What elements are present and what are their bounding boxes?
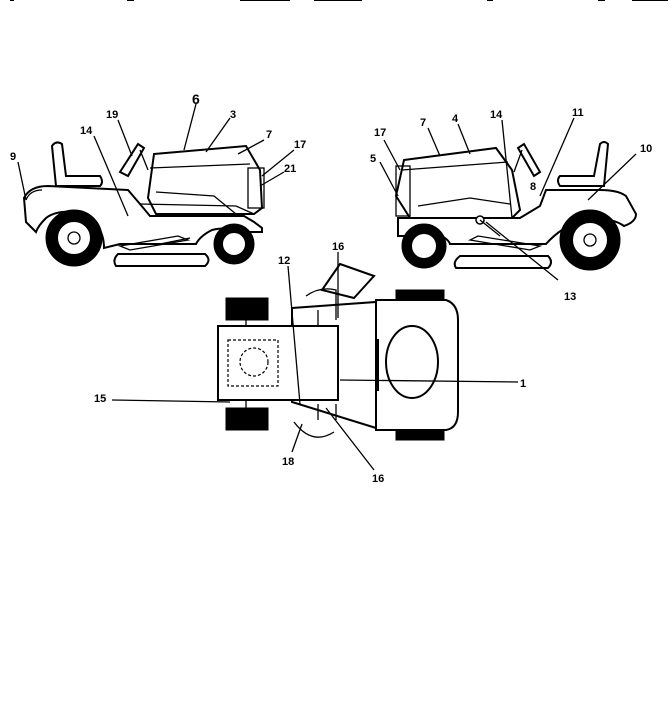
right-callout-5: 5 — [370, 153, 376, 165]
right-callout-7: 7 — [420, 117, 426, 129]
front-wheel-top-right — [225, 407, 269, 431]
seat — [557, 141, 610, 187]
steering-wheel — [118, 142, 146, 178]
right-callout-10: 10 — [640, 143, 652, 155]
tractor-hood — [394, 146, 522, 219]
left-callout-21: 21 — [284, 163, 296, 175]
tractor-hood — [146, 144, 264, 215]
seat-top — [385, 325, 439, 399]
top-leader-lines — [111, 252, 519, 471]
left-callout-14: 14 — [80, 125, 93, 137]
mower-deck — [453, 255, 552, 269]
left-leader-lines — [17, 103, 295, 217]
top-callout-12: 12 — [278, 255, 290, 267]
front-wheel-top-left — [225, 297, 269, 321]
top-callout-18: 18 — [282, 456, 294, 468]
left-callout-9: 9 — [10, 151, 16, 163]
top-callout-16-upper: 16 — [332, 241, 344, 253]
left-callout-7: 7 — [266, 129, 272, 141]
left-tractor-view: 9 14 19 6 3 7 17 21 — [10, 91, 306, 267]
right-tractor-view: 17 7 4 14 11 10 5 8 13 — [370, 107, 652, 303]
right-callout-11: 11 — [572, 107, 584, 119]
right-callout-4: 4 — [452, 113, 459, 125]
tractor-body — [22, 184, 263, 250]
mower-deck — [113, 253, 210, 267]
left-callout-6: 6 — [192, 91, 200, 107]
left-callout-19: 19 — [106, 109, 118, 121]
top-callout-1: 1 — [520, 378, 526, 390]
seat — [50, 141, 103, 187]
right-callout-14: 14 — [490, 109, 503, 121]
left-callout-17: 17 — [294, 139, 306, 151]
rear-wheel-top-left — [395, 289, 445, 301]
left-callout-3: 3 — [230, 109, 236, 121]
rear-wheel-top-right — [395, 429, 445, 441]
right-leader-lines — [379, 117, 637, 281]
right-callout-8: 8 — [530, 181, 536, 193]
steering-wheel — [516, 142, 542, 178]
top-callout-15: 15 — [94, 393, 106, 405]
discharge-chute — [320, 262, 376, 300]
top-tractor-view: 16 12 1 15 18 16 — [94, 241, 526, 485]
top-callout-16-lower: 16 — [372, 473, 384, 485]
right-callout-13: 13 — [564, 291, 576, 303]
right-callout-17: 17 — [374, 127, 386, 139]
